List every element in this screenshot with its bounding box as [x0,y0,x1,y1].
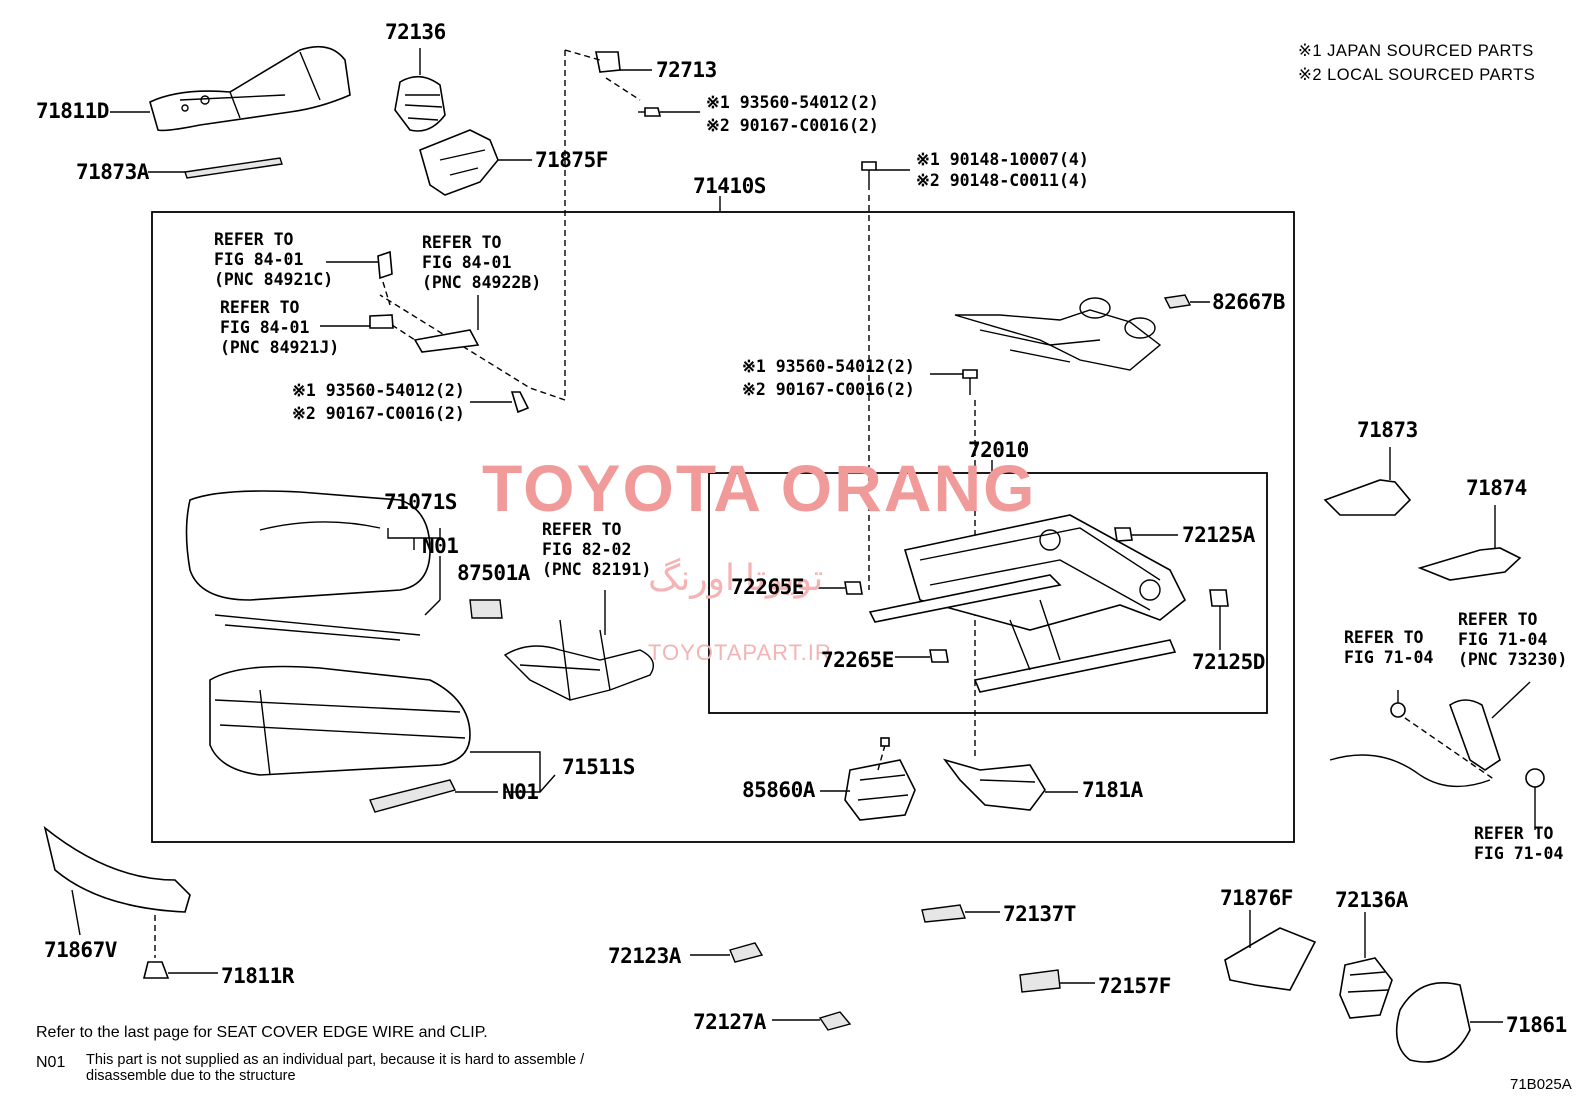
part-72157f [1019,969,1095,993]
figure-id: 71B025A [1510,1076,1572,1093]
label-72125a[interactable]: 72125A [1182,523,1255,547]
label-71811r[interactable]: 71811R [221,964,294,988]
part-71874 [1417,505,1522,581]
note-edge-wire: Refer to the last page for SEAT COVER ED… [36,1024,488,1041]
label-82667b[interactable]: 82667B [1212,290,1285,314]
part-72125a [1114,527,1178,542]
fastener-left-d1[interactable]: ※1 93560-54012(2) [292,381,465,400]
note-n01-line1: This part is not supplied as an individu… [86,1052,585,1068]
part-wire-harness [503,590,654,701]
label-7181a[interactable]: 7181A [1082,778,1143,802]
label-72713[interactable]: 72713 [656,58,717,82]
label-71410s[interactable]: 71410S [693,174,766,198]
part-72136 [394,48,446,132]
part-n01-pad [369,779,498,813]
part-7181a [942,758,1078,811]
assembly-box-71410s [151,211,1295,843]
refer-73230[interactable]: REFER TO FIG 71-04 (PNC 73230) [1458,610,1568,669]
label-72010[interactable]: 72010 [968,438,1029,462]
part-72125d [1209,589,1229,650]
label-72127a[interactable]: 72127A [693,1010,766,1034]
refer-84921c[interactable]: REFER TO FIG 84-01 (PNC 84921C) [214,230,334,289]
label-85860a[interactable]: 85860A [742,778,815,802]
part-85860a [820,737,916,821]
label-72157f[interactable]: 72157F [1098,974,1171,998]
label-71511s[interactable]: 71511S [562,755,635,779]
part-72123a [690,942,764,963]
label-71811d[interactable]: 71811D [36,99,109,123]
label-72137t[interactable]: 72137T [1003,902,1076,926]
fastener-top-b1[interactable]: ※1 90148-10007(4) [916,150,1089,169]
label-n01-cover[interactable]: N01 [422,534,459,558]
fastener-left-d2[interactable]: ※2 90167-C0016(2) [292,404,465,423]
label-71071s[interactable]: 71071S [384,490,457,514]
refer-71-04-left[interactable]: REFER TO FIG 71-04 [1344,628,1434,667]
part-72137t [921,904,1000,923]
fastener-mid-c2[interactable]: ※2 90167-C0016(2) [742,380,915,399]
note-n01-key: N01 [36,1054,66,1071]
part-bolt-90148 [861,161,910,590]
fastener-mid-c1[interactable]: ※1 93560-54012(2) [742,357,915,376]
label-71875f[interactable]: 71875F [535,148,608,172]
part-72136a [1339,912,1393,1019]
label-72136[interactable]: 72136 [385,20,446,44]
refer-84921j[interactable]: REFER TO FIG 84-01 (PNC 84921J) [220,298,340,357]
part-seatbelt-buckle [1329,681,1545,830]
label-72136a[interactable]: 72136A [1335,888,1408,912]
legend-local: ※2 LOCAL SOURCED PARTS [1298,66,1536,84]
watermark-url: TOYOTAPART.IR [648,640,832,665]
part-71873 [1323,447,1412,516]
label-72265e-lower[interactable]: 72265E [821,648,894,672]
part-72265e [810,581,949,663]
part-87501a [469,599,503,619]
part-seat-wire [954,297,1162,371]
label-87501a[interactable]: 87501A [457,561,530,585]
part-71875f [419,129,532,196]
label-72125d[interactable]: 72125D [1192,650,1265,674]
refer-82191[interactable]: REFER TO FIG 82-02 (PNC 82191) [542,520,652,579]
label-71873[interactable]: 71873 [1357,418,1418,442]
label-71876f[interactable]: 71876F [1220,886,1293,910]
watermark-main: TOYOTA ORANG [482,451,1037,525]
part-71071s [185,490,441,641]
part-71511s [209,665,556,793]
label-71867v[interactable]: 71867V [44,938,117,962]
fastener-top-b2[interactable]: ※2 90148-C0011(4) [916,171,1089,190]
label-72265e-upper[interactable]: 72265E [731,575,804,599]
part-71873a [148,157,283,179]
assembly-box-72010 [708,472,1268,714]
part-72010-frame [868,514,1187,693]
label-71861[interactable]: 71861 [1506,1013,1567,1037]
part-71876f [1224,910,1317,991]
note-n01-line2: disassemble due to the structure [86,1068,296,1084]
watermark-persian: تويوتا اورنگ [648,557,824,598]
legend-japan: ※1 JAPAN SOURCED PARTS [1298,42,1534,60]
part-refer-bezels [320,250,530,414]
label-71874[interactable]: 71874 [1466,476,1527,500]
refer-71-04-bottom[interactable]: REFER TO FIG 71-04 [1474,824,1564,863]
part-72127a [772,1011,852,1031]
fastener-top-a1[interactable]: ※1 93560-54012(2) [706,93,879,112]
part-71811r [142,961,218,979]
label-72123a[interactable]: 72123A [608,944,681,968]
label-n01-pad[interactable]: N01 [502,780,539,804]
label-71873a[interactable]: 71873A [76,160,149,184]
fastener-top-a2[interactable]: ※2 90167-C0016(2) [706,116,879,135]
part-82667b [1163,294,1210,309]
part-71867v [43,825,191,958]
refer-84922b[interactable]: REFER TO FIG 84-01 (PNC 84922B) [422,233,542,292]
part-71861 [1395,981,1503,1063]
part-71811d [110,45,351,132]
